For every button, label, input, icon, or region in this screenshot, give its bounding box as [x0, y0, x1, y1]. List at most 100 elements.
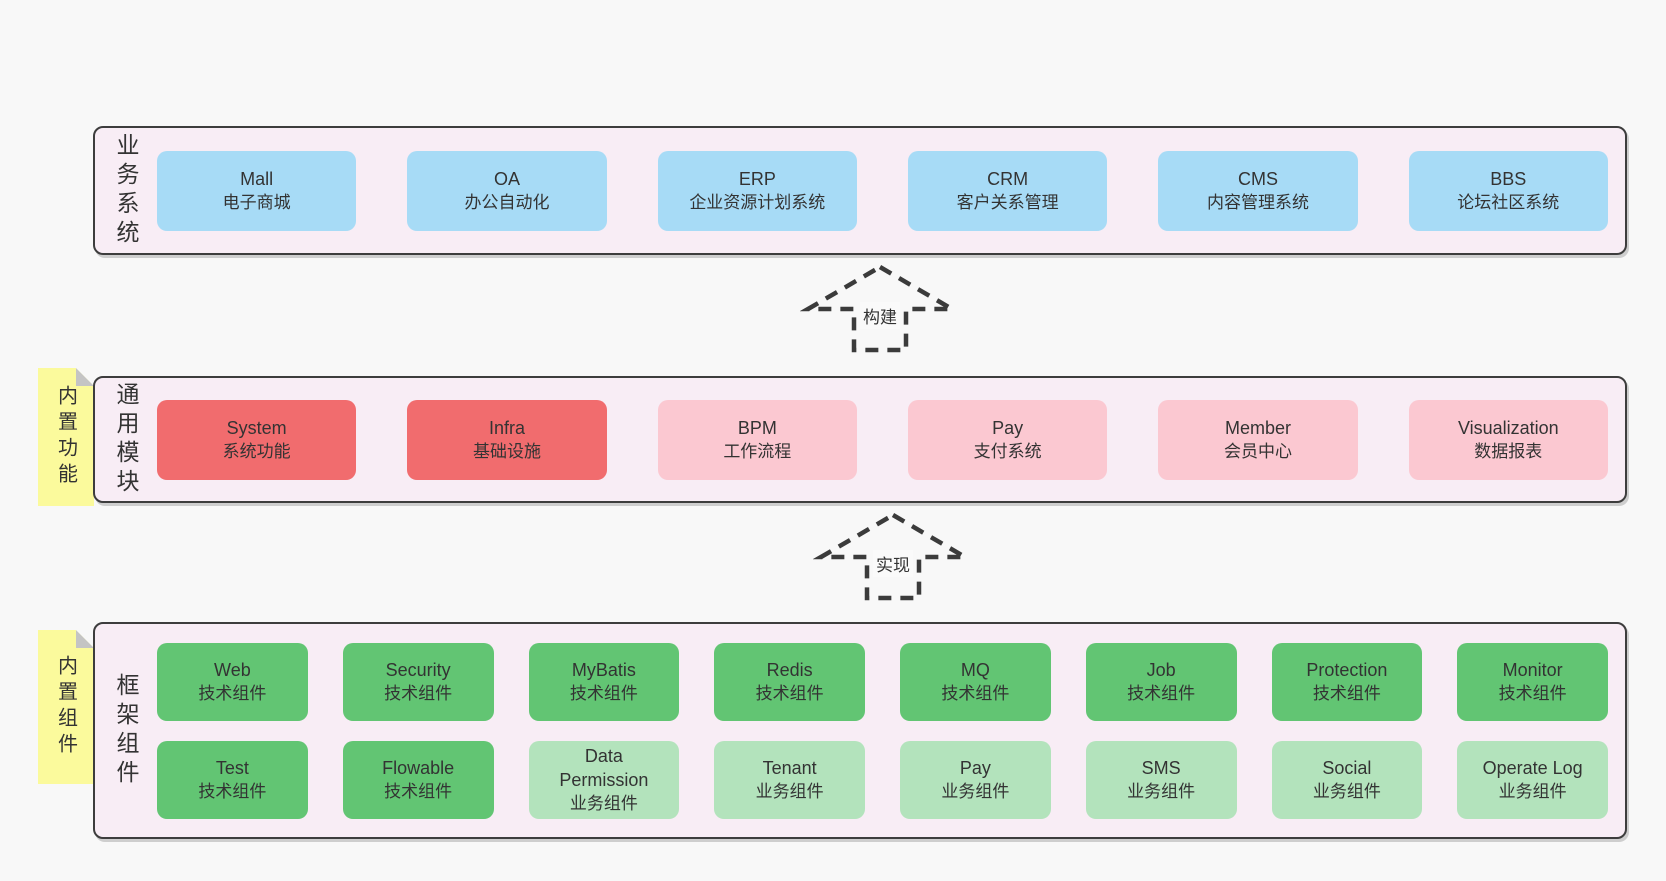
module-name-zh: 客户关系管理: [956, 192, 1059, 212]
module-name-zh: 技术组件: [941, 683, 1010, 703]
module-name-zh: 技术组件: [1312, 683, 1381, 703]
module-box-web: Web 技术组件: [157, 642, 308, 721]
module-box-visualization: Visualization 数据报表: [1408, 399, 1608, 480]
module-name-en: BBS: [1490, 168, 1527, 189]
arrow-label: 构建: [860, 302, 900, 329]
module-name-en: MQ: [960, 659, 990, 680]
module-name-zh: 办公自动化: [464, 192, 550, 212]
module-box-social: Social 业务组件: [1271, 740, 1423, 819]
section-label: 业务系统: [113, 132, 139, 249]
module-name-zh: 论坛社区系统: [1457, 192, 1560, 212]
module-name-zh: 技术组件: [755, 683, 824, 703]
folded-corner-icon: [76, 368, 94, 386]
module-name-en: Infra: [488, 417, 525, 438]
module-name-en: Protection: [1306, 659, 1388, 680]
module-box-crm: CRM 客户关系管理: [907, 150, 1108, 231]
module-name-zh: 工作流程: [723, 441, 792, 461]
module-name-en: Social: [1322, 757, 1372, 778]
module-name-en: Test: [215, 757, 249, 778]
module-name-en: Job: [1146, 659, 1176, 680]
module-name-en: Data Permission: [559, 745, 649, 790]
sticky-note-label: 内置组件: [54, 655, 77, 759]
module-name-en: Web: [214, 659, 251, 680]
module-name-zh: 业务组件: [941, 781, 1010, 801]
module-name-en: CMS: [1237, 168, 1278, 189]
arrow-up-outline: [813, 512, 973, 601]
module-name-zh: 业务组件: [1498, 781, 1567, 801]
module-name-zh: 内容管理系统: [1206, 192, 1309, 212]
module-name-en: Security: [385, 659, 451, 680]
module-name-zh: 支付系统: [973, 441, 1042, 461]
module-name-zh: 电子商城: [222, 192, 291, 212]
section-label: 通用模块: [113, 381, 139, 498]
module-box-redis: Redis 技术组件: [714, 642, 865, 721]
module-name-zh: 业务组件: [569, 793, 638, 813]
module-name-zh: 业务组件: [1127, 781, 1196, 801]
arrow-up-dashed-implement: 实现: [813, 510, 973, 602]
module-name-zh: 技术组件: [198, 683, 267, 703]
module-name-en: Monitor: [1502, 659, 1563, 680]
arrow-up-dashed-build: 构建: [800, 262, 960, 354]
module-name-zh: 技术组件: [569, 683, 638, 703]
module-name-en: BPM: [737, 417, 777, 438]
module-name-zh: 会员中心: [1223, 441, 1292, 461]
section-label: 框架组件: [113, 672, 139, 789]
module-name-zh: 业务组件: [755, 781, 824, 801]
module-box-test: Test 技术组件: [157, 740, 308, 819]
module-box-bbs: BBS 论坛社区系统: [1408, 150, 1608, 231]
module-name-zh: 业务组件: [1312, 781, 1381, 801]
module-box-mall: Mall 电子商城: [157, 150, 357, 231]
arrow-up-icon: [800, 264, 960, 353]
module-name-en: CRM: [987, 168, 1029, 189]
arrow-label: 实现: [873, 550, 913, 577]
module-name-zh: 技术组件: [1498, 683, 1567, 703]
module-name-en: System: [226, 417, 287, 438]
module-name-en: Redis: [766, 659, 813, 680]
module-box-cms: CMS 内容管理系统: [1158, 150, 1358, 231]
arrow-up-icon: [813, 512, 973, 601]
module-box-pay: Pay 支付系统: [907, 399, 1108, 480]
module-name-en: Member: [1224, 417, 1291, 438]
module-box-oa: OA 办公自动化: [407, 150, 607, 231]
module-box-data-permission: Data Permission 业务组件: [528, 740, 680, 819]
module-name-en: MyBatis: [571, 659, 636, 680]
module-name-en: Pay: [992, 417, 1024, 438]
module-name-en: Mall: [240, 168, 274, 189]
module-name-zh: 数据报表: [1474, 441, 1543, 461]
module-name-zh: 技术组件: [198, 781, 267, 801]
module-name-en: ERP: [738, 168, 776, 189]
module-name-zh: 基础设施: [472, 441, 541, 461]
module-name-en: OA: [493, 168, 520, 189]
sticky-note-label: 内置功能: [54, 385, 77, 489]
arrow-up-outline: [800, 264, 960, 353]
module-name-zh: 技术组件: [384, 683, 453, 703]
module-name-zh: 企业资源计划系统: [689, 192, 826, 212]
module-name-en: Tenant: [762, 757, 817, 778]
module-row: Mall 电子商城 OA 办公自动化 ERP 企业资源计划系统 CRM 客户关系管理 CMS 内容…: [157, 150, 1608, 231]
module-box-mybatis: MyBatis 技术组件: [528, 642, 680, 721]
sticky-note-builtin-components: 内置组件: [38, 630, 94, 784]
module-box-tenant: Tenant 业务组件: [714, 740, 865, 819]
sticky-note-builtin-features: 内置功能: [38, 368, 94, 506]
module-name-zh: 技术组件: [1127, 683, 1196, 703]
module-box-job: Job 技术组件: [1085, 642, 1237, 721]
section-rows: Mall 电子商城 OA 办公自动化 ERP 企业资源计划系统 CRM 客户关系管理 CMS 内容…: [157, 128, 1625, 253]
module-box-infra: Infra 基础设施: [407, 399, 607, 480]
module-name-en: Visualization: [1457, 417, 1559, 438]
module-box-security: Security 技术组件: [342, 642, 494, 721]
section-business-systems: 业务系统 Mall 电子商城 OA 办公自动化 ERP 企业资源计划系统 CRM 客户关系管理…: [93, 126, 1627, 255]
module-box-protection: Protection 技术组件: [1271, 642, 1423, 721]
folded-corner-icon: [76, 630, 94, 648]
module-box-bpm: BPM 工作流程: [657, 399, 857, 480]
module-name-en: Flowable: [382, 757, 455, 778]
